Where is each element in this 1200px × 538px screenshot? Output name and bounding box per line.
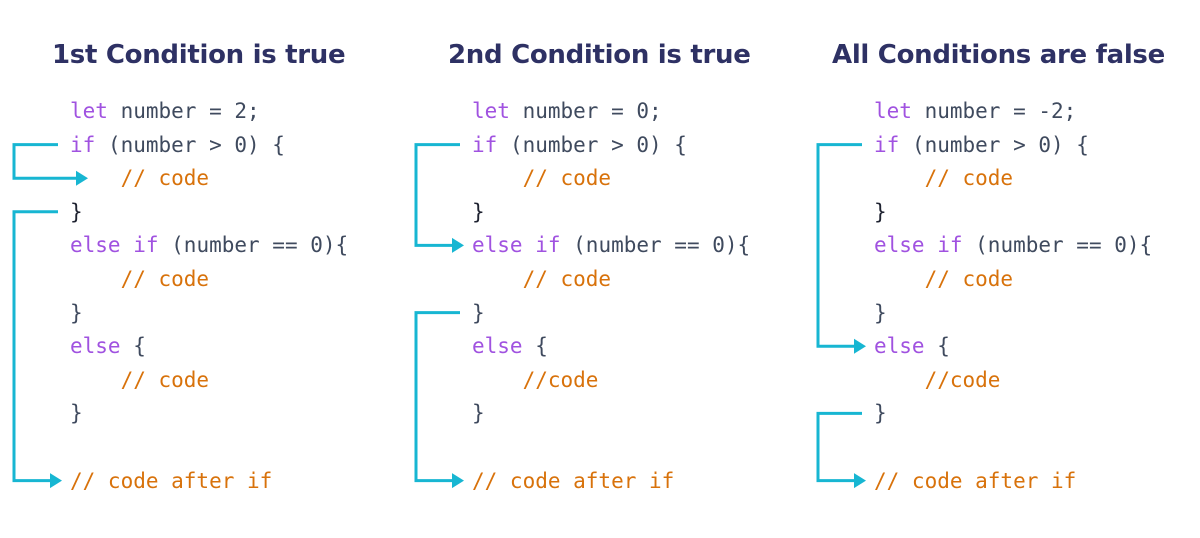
code-text: (number == 0){ bbox=[158, 233, 349, 258]
code-line: } bbox=[874, 195, 887, 229]
code-keyword: else if bbox=[70, 233, 159, 258]
code-text: (number > 0) { bbox=[95, 132, 285, 157]
code-keyword: else bbox=[70, 334, 121, 359]
flow-arrow-line bbox=[12, 210, 58, 483]
code-line: } bbox=[472, 296, 485, 330]
flow-arrows bbox=[414, 143, 464, 489]
code-line: // code after if bbox=[472, 464, 674, 498]
code-line: else if (number == 0){ bbox=[472, 228, 750, 262]
code-line: } bbox=[70, 396, 83, 430]
code-text: (number == 0){ bbox=[560, 233, 751, 258]
code-text: } bbox=[874, 199, 887, 224]
code-text: { bbox=[924, 334, 950, 359]
code-line: let number = 2; bbox=[70, 94, 260, 128]
code-keyword: if bbox=[70, 132, 96, 157]
code-line: else if (number == 0){ bbox=[874, 228, 1152, 262]
code-text: (number > 0) { bbox=[899, 132, 1089, 157]
code-line: // code bbox=[70, 262, 210, 296]
code-line: // code after if bbox=[70, 464, 272, 498]
flow-arrow-line bbox=[414, 311, 460, 483]
panel-title: All Conditions are false bbox=[832, 40, 1165, 70]
flow-arrow-head-icon bbox=[854, 473, 866, 489]
code-comment: // code bbox=[874, 166, 1014, 191]
code-line: else { bbox=[874, 329, 950, 363]
panel-title: 2nd Condition is true bbox=[448, 40, 751, 70]
code-comment: //code bbox=[874, 367, 1001, 392]
flow-arrow-head-icon bbox=[76, 170, 88, 186]
code-line: //code bbox=[472, 363, 599, 397]
panel-title: 1st Condition is true bbox=[52, 40, 346, 70]
code-line: if (number > 0) { bbox=[874, 128, 1089, 162]
code-line: } bbox=[70, 195, 83, 229]
code-line: } bbox=[70, 296, 83, 330]
code-text: } bbox=[472, 199, 485, 224]
code-line: } bbox=[874, 396, 887, 430]
code-line: // code bbox=[472, 161, 612, 195]
code-line: //code bbox=[874, 363, 1001, 397]
code-line: // code bbox=[70, 363, 210, 397]
flow-arrow-head-icon bbox=[452, 237, 464, 253]
code-text: number = 0; bbox=[509, 99, 662, 123]
flow-arrow-line bbox=[12, 143, 76, 180]
code-text: } bbox=[70, 199, 83, 224]
flow-arrow-head-icon bbox=[50, 473, 62, 489]
code-comment: // code bbox=[874, 267, 1014, 291]
panel-second-condition-true: 2nd Condition is true let number = 0;if … bbox=[402, 0, 802, 538]
flow-arrows bbox=[12, 143, 88, 489]
code-line: // code bbox=[874, 262, 1014, 296]
code-comment: // code after if bbox=[874, 468, 1077, 493]
code-line: // code bbox=[874, 161, 1014, 195]
code-keyword: else if bbox=[874, 233, 963, 258]
code-keyword: let bbox=[472, 99, 510, 123]
flow-arrow-head-icon bbox=[854, 338, 866, 354]
code-line: else { bbox=[472, 329, 548, 363]
code-keyword: else bbox=[472, 334, 523, 359]
code-line: let number = 0; bbox=[472, 94, 662, 128]
code-text: (number == 0){ bbox=[962, 233, 1153, 258]
code-text: (number > 0) { bbox=[497, 132, 687, 157]
code-line: // code bbox=[70, 161, 210, 195]
code-text: } bbox=[472, 300, 485, 325]
code-text: { bbox=[522, 334, 548, 359]
code-comment: // code bbox=[472, 267, 612, 291]
code-line: } bbox=[874, 296, 887, 330]
code-keyword: let bbox=[874, 99, 912, 123]
flow-arrows bbox=[816, 143, 866, 489]
code-text: } bbox=[874, 401, 887, 426]
code-comment: // code bbox=[70, 166, 210, 191]
panel-first-condition-true: 1st Condition is true let number = 2;if … bbox=[0, 0, 400, 538]
code-text: number = 2; bbox=[107, 99, 260, 123]
code-comment: //code bbox=[472, 367, 599, 392]
code-text: } bbox=[472, 401, 485, 426]
code-line: if (number > 0) { bbox=[472, 128, 687, 162]
code-line: // code bbox=[472, 262, 612, 296]
code-text: } bbox=[70, 401, 83, 426]
flow-arrow-line bbox=[816, 411, 862, 483]
code-text: number = -2; bbox=[911, 99, 1077, 123]
code-comment: // code bbox=[70, 367, 210, 392]
code-line: else { bbox=[70, 329, 146, 363]
code-line: else if (number == 0){ bbox=[70, 228, 348, 262]
code-keyword: if bbox=[472, 132, 498, 157]
code-comment: // code bbox=[472, 166, 612, 191]
code-keyword: else bbox=[874, 334, 925, 359]
code-line: } bbox=[472, 396, 485, 430]
code-line: // code after if bbox=[874, 464, 1076, 498]
code-text: { bbox=[120, 334, 146, 359]
code-line: } bbox=[472, 195, 485, 229]
code-text: } bbox=[70, 300, 83, 325]
code-keyword: if bbox=[874, 132, 900, 157]
code-text: } bbox=[874, 300, 887, 325]
code-comment: // code after if bbox=[472, 468, 675, 493]
flow-arrow-head-icon bbox=[452, 473, 464, 489]
code-line: if (number > 0) { bbox=[70, 128, 285, 162]
code-comment: // code bbox=[70, 267, 210, 291]
code-line: let number = -2; bbox=[874, 94, 1076, 128]
code-keyword: else if bbox=[472, 233, 561, 258]
code-keyword: let bbox=[70, 99, 108, 123]
panel-all-conditions-false: All Conditions are false let number = -2… bbox=[804, 0, 1200, 538]
flow-arrow-line bbox=[816, 143, 862, 348]
flow-arrow-line bbox=[414, 143, 460, 247]
code-comment: // code after if bbox=[70, 468, 273, 493]
